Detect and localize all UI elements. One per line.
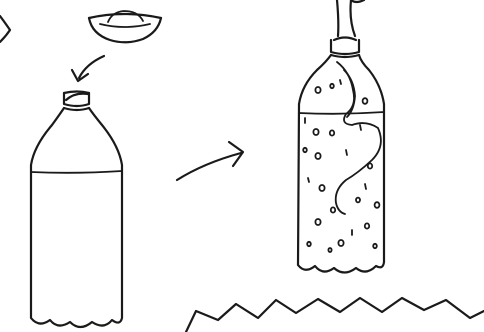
foam-swirl: [336, 62, 381, 214]
foam-jet: [337, 0, 338, 36]
bowl-icon: [89, 11, 161, 42]
explosion-burst-icon: [186, 298, 484, 332]
partial-shape-left-edge: [0, 16, 10, 42]
bottle-before: [31, 92, 122, 328]
arrow-right-icon: [177, 142, 243, 180]
arrow-down-left-icon: [72, 56, 104, 81]
bottle-erupting: [298, 0, 384, 273]
